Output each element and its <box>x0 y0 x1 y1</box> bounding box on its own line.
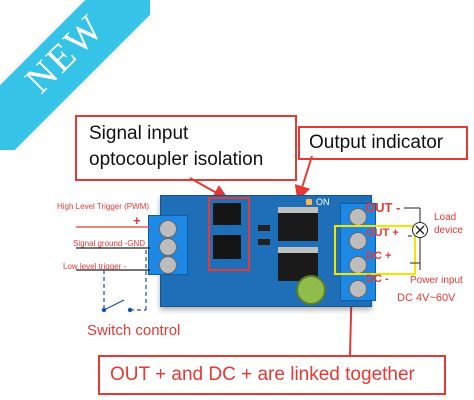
load-label-line2: device <box>434 225 463 236</box>
load-label-line1: Load <box>434 212 457 223</box>
resistor <box>258 225 270 231</box>
on-label: ON <box>316 197 330 207</box>
mosfet-top <box>278 207 318 241</box>
dc-range-label: DC 4V~60V <box>397 292 456 304</box>
output-indicator-label: Output indicator <box>309 132 444 153</box>
output-indicator-callout: Output indicator <box>298 126 468 160</box>
relay-board: ON <box>148 195 376 307</box>
power-input-label: Power input <box>410 275 463 286</box>
load-icon <box>412 222 428 238</box>
dc-plus-label: DC + <box>366 250 392 262</box>
signal-isolation-line1: Signal input <box>89 123 189 144</box>
low-trigger-label: Low level trigger - <box>63 262 127 271</box>
linked-highlight <box>334 225 416 275</box>
resistor <box>258 239 270 245</box>
switch-control-label: Switch control <box>87 322 181 339</box>
pcb <box>160 195 372 307</box>
output-terminal-block <box>340 203 376 301</box>
signal-arrow <box>189 177 229 200</box>
signal-isolation-callout: Signal input optocoupler isolation <box>75 115 297 181</box>
signal-isolation-line2: optocoupler isolation <box>89 149 264 170</box>
linked-callout: OUT + and DC + are linked together <box>98 355 446 395</box>
plus-label: + <box>133 213 141 228</box>
capacitor <box>296 275 326 305</box>
input-terminal-block <box>148 215 188 275</box>
optocoupler-chip-bottom <box>213 235 241 259</box>
dc-minus-label: DC - <box>366 273 389 285</box>
output-arrow <box>294 155 313 202</box>
high-trigger-label: High Level Trigger (PWM) <box>57 202 150 211</box>
mosfet-bottom <box>278 247 318 281</box>
signal-ground-label: Signal ground -GND <box>73 239 146 248</box>
optocoupler-chip-top <box>213 203 241 225</box>
out-minus-label: OUT - <box>365 200 401 215</box>
optocoupler-box <box>208 197 250 271</box>
linked-label: OUT + and DC + are linked together <box>110 364 415 385</box>
output-led <box>306 199 312 205</box>
out-plus-label: OUT + <box>366 227 399 239</box>
